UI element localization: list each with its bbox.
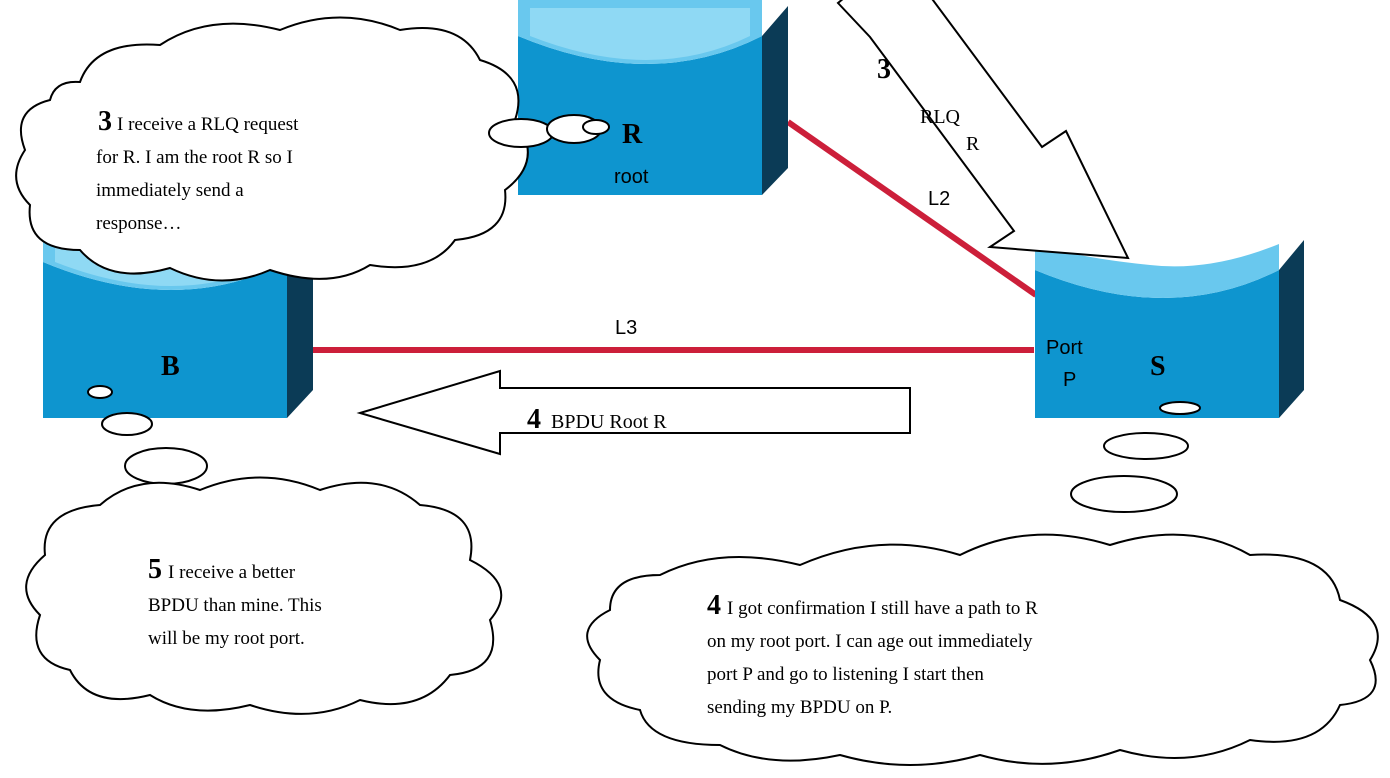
root-thought-cloud: 3 I receive a RLQ request for R. I am th…	[15, 16, 610, 282]
root-thought-line-4: response…	[96, 213, 181, 234]
s-thought-line-3: port P and go to listening I start then	[707, 664, 984, 685]
root-thought-line-2: for R. I am the root R so I	[96, 147, 293, 168]
b-thought-cloud: 5 I receive a better BPDU than mine. Thi…	[25, 385, 503, 715]
switch-s: Port P S	[1035, 240, 1304, 418]
arrow-rlq-target: R	[966, 133, 980, 155]
switch-s-port-name: P	[1063, 369, 1076, 391]
root-switch-sublabel: root	[614, 166, 649, 188]
root-thought-line-3: immediately send a	[96, 180, 244, 201]
arrow-rlq-label: RLQ	[920, 106, 961, 128]
b-thought-number: 5	[148, 554, 162, 585]
s-thought-number: 4	[707, 590, 721, 621]
b-thought-line-2: BPDU than mine. This	[148, 595, 322, 616]
s-thought-cloud: 4 I got confirmation I still have a path…	[586, 401, 1379, 766]
link-l3-label: L3	[615, 317, 637, 339]
root-switch-label: R	[622, 119, 643, 150]
root-switch-r: R root	[518, 0, 788, 195]
arrow-rlq-number: 3	[877, 54, 891, 85]
arrow-bpdu-label: BPDU Root R	[551, 411, 667, 433]
arrow-rlq	[836, 0, 1130, 260]
link-l2	[786, 119, 1038, 298]
root-thought-number: 3	[98, 106, 112, 137]
switch-b-label: B	[161, 351, 180, 382]
arrow-bpdu	[356, 369, 911, 456]
b-thought-line-3: will be my root port.	[148, 628, 305, 649]
arrow-bpdu-number: 4	[527, 404, 541, 435]
b-thought-line-1: I receive a better	[168, 562, 296, 583]
switch-s-label: S	[1150, 351, 1166, 382]
root-thought-line-1: I receive a RLQ request	[117, 114, 299, 135]
switch-s-port-label: Port	[1046, 337, 1083, 359]
s-thought-line-2: on my root port. I can age out immediate…	[707, 631, 1033, 652]
s-thought-line-4: sending my BPDU on P.	[707, 697, 892, 718]
link-l2-label: L2	[928, 188, 950, 210]
s-thought-line-1: I got confirmation I still have a path t…	[727, 598, 1038, 619]
